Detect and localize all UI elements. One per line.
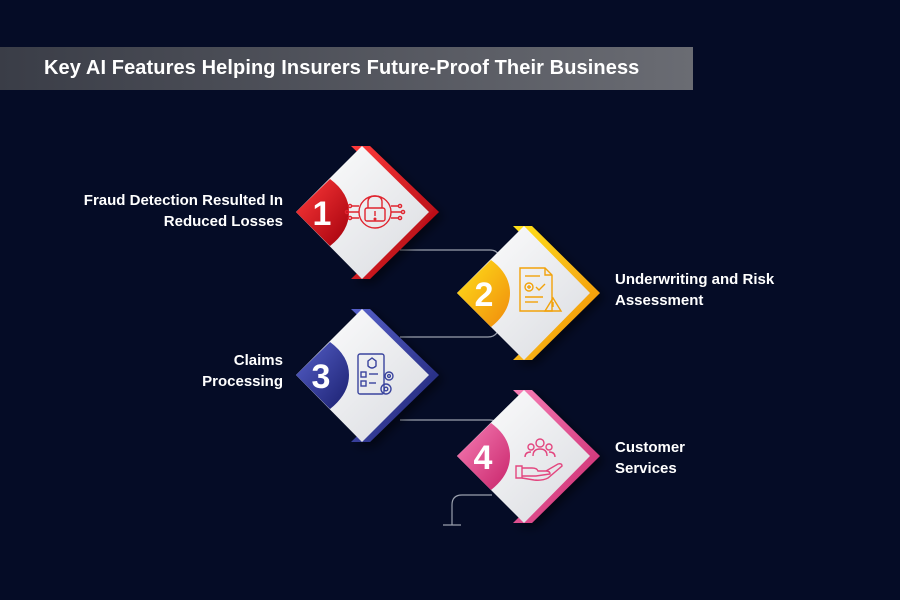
step-1-card bbox=[296, 146, 429, 279]
title-bar: Key AI Features Helping Insurers Future-… bbox=[0, 47, 693, 90]
step-1-label-line2: Reduced Losses bbox=[163, 213, 283, 230]
step-1-number: 1 bbox=[313, 195, 332, 233]
checklist-gears-icon bbox=[357, 353, 394, 395]
step-4-label: Customer Services bbox=[615, 437, 685, 479]
step-1-badge bbox=[296, 179, 349, 246]
page-title: Key AI Features Helping Insurers Future-… bbox=[44, 57, 640, 79]
step-2-label-line2: Assessment bbox=[615, 292, 704, 309]
security-lock-alert-icon bbox=[344, 195, 406, 229]
step-3-label: Claims Processing bbox=[202, 350, 283, 392]
step-4-number: 4 bbox=[474, 439, 493, 477]
connector-2-3 bbox=[400, 319, 501, 338]
step-4-card bbox=[457, 390, 590, 523]
connector-4-end bbox=[451, 494, 492, 525]
step-3-badge bbox=[296, 342, 349, 409]
step-1: 1 bbox=[296, 146, 439, 279]
hand-people-icon bbox=[515, 438, 563, 481]
step-3-number: 3 bbox=[312, 358, 331, 396]
step-3: 3 bbox=[296, 309, 439, 442]
document-check-warning-icon bbox=[519, 267, 563, 312]
step-4: 4 bbox=[457, 390, 600, 523]
step-1-label-line1: Fraud Detection Resulted In bbox=[83, 192, 283, 209]
step-2-card bbox=[457, 226, 590, 360]
step-2-badge bbox=[457, 260, 510, 327]
step-2-number: 2 bbox=[475, 276, 494, 314]
step-3-label-line1: Claims bbox=[233, 352, 283, 369]
step-2: 2 bbox=[457, 226, 600, 360]
step-2-label: Underwriting and Risk Assessment bbox=[615, 269, 774, 311]
step-2-label-line1: Underwriting and Risk bbox=[615, 271, 775, 288]
step-4-badge bbox=[457, 423, 510, 490]
step-4-label-line2: Services bbox=[615, 460, 677, 477]
step-3-label-line2: Processing bbox=[202, 373, 283, 390]
connector-1-2 bbox=[400, 249, 501, 263]
step-4-label-line1: Customer bbox=[615, 439, 686, 456]
step-3-card bbox=[296, 309, 429, 442]
step-1-label: Fraud Detection Resulted In Reduced Loss… bbox=[84, 190, 283, 232]
